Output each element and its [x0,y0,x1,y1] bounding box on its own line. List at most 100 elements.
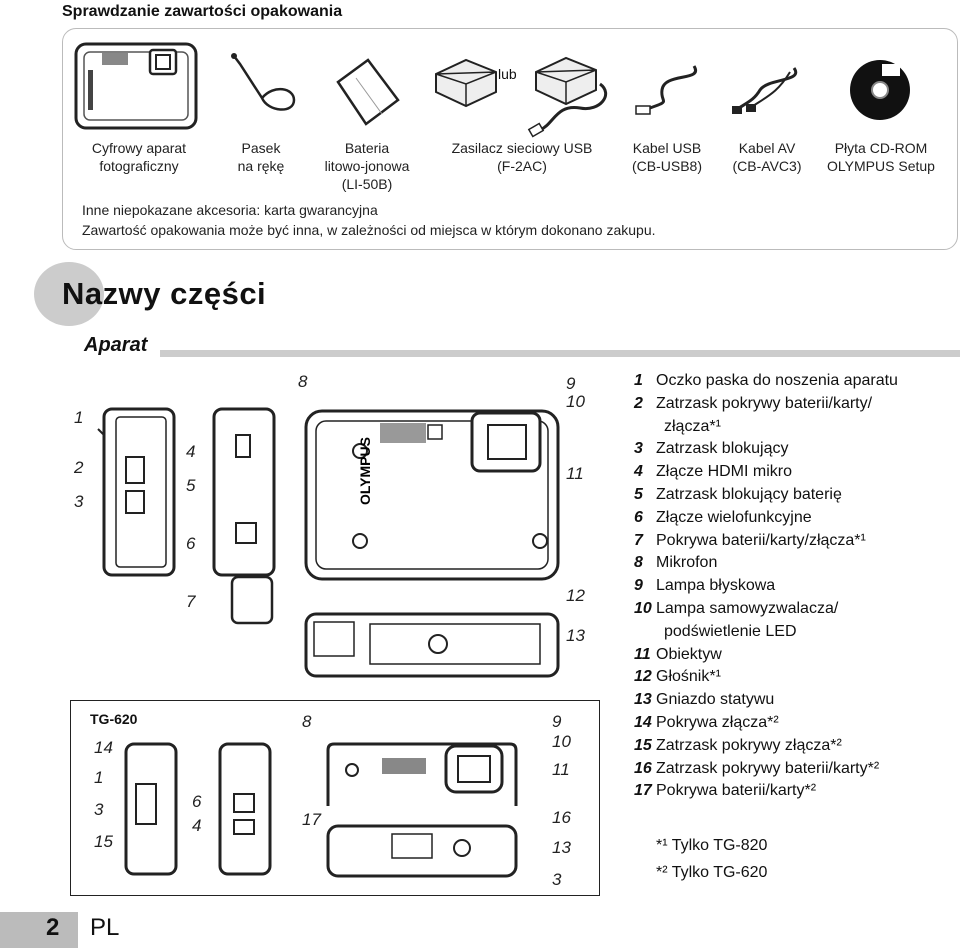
callout-10: 10 [566,392,585,411]
camera-illustration [74,42,198,130]
callout-1-tg620: 1 [94,768,104,787]
callout-1: 1 [74,408,84,427]
callout-3: 3 [74,492,84,511]
part-number: 13 [634,691,652,709]
footnotes: *¹ Tylko TG-820 *² Tylko TG-620 [656,832,767,886]
part-number: 12 [634,668,652,686]
item-label-line: (F-2AC) [497,158,547,174]
part-number: 15 [634,736,652,754]
tg-620-box [70,700,600,896]
camera-side-view-left [97,407,176,577]
part-text: Zatrzask blokujący baterię [656,485,842,503]
part-text: Gniazdo statywu [656,691,775,709]
callout-4: 4 [186,442,196,461]
part-text: Złącze HDMI mikro [656,463,793,481]
item-label-line: Kabel AV [738,140,796,156]
item-label-line: Cyfrowy aparat [91,140,187,156]
callout-3-tg620: 3 [94,800,104,819]
item-label-line: OLYMPUS Setup [827,158,935,174]
callout-7: 7 [186,592,196,611]
item-label-line: Bateria [344,140,390,156]
item-label-adapter: Zasilacz sieciowy USB (F-2AC) [440,139,604,175]
callout-16: 16 [552,808,571,827]
part-number: 2 [634,394,643,412]
callout-8-tg620: 8 [302,712,312,731]
part-text: Pokrywa złącza*² [656,713,779,731]
usb-ac-adapter-illustration [435,56,608,138]
callout-12: 12 [566,586,585,605]
part-number: 6 [634,508,643,526]
item-label-line: Zasilacz sieciowy USB [451,140,593,156]
part-text-continuation: złącza*¹ [664,417,721,435]
camera-side-view-open [212,407,276,625]
part-number: 16 [634,759,652,777]
part-text: Lampa samowyzwalacza/ [656,599,839,617]
callout-11-tg620: 11 [552,760,570,779]
item-label-line: litowo-jonowa [324,158,410,174]
part-number: 10 [634,599,652,617]
callout-13: 13 [566,626,585,645]
footnote-tg620: *² Tylko TG-620 [656,864,768,881]
item-label-battery: Bateria litowo-jonowa (LI-50B) [316,139,418,193]
section-rule [60,350,960,357]
section-rule-gap [60,350,160,357]
section-camera-icon [34,262,104,326]
part-text: Pokrywa baterii/karty/złącza*¹ [656,531,866,549]
part-item: 2 Zatrzask pokrywy baterii/karty/ [634,393,960,416]
wrist-strap-illustration [231,53,296,111]
note-other-accessories: Inne niepokazane akcesoria: karta gwaran… [82,202,378,218]
part-number: 5 [634,485,643,503]
part-text: Zatrzask pokrywy złącza*² [656,736,842,754]
item-label-camera: Cyfrowy aparat fotograficzny [88,139,190,175]
part-number: 1 [634,372,643,389]
tg620-side-view-right [218,742,272,876]
camera-brand-text: OLYMPUS [357,437,373,505]
tg620-bottom-view [326,824,518,878]
item-label-line: Płyta CD-ROM [834,140,928,156]
footnote-tg820: *¹ Tylko TG-820 [656,837,768,854]
tg620-side-view-left [124,742,178,876]
part-item: 9 Lampa błyskowa [634,575,960,598]
callout-9-tg620: 9 [552,712,562,731]
part-text: Głośnik*¹ [656,668,721,686]
part-number: 14 [634,713,652,731]
cd-rom-illustration [850,60,910,120]
page-number-tab [0,912,78,948]
page-number: 2 [46,914,60,941]
part-text: Zatrzask pokrywy baterii/karty*² [656,759,880,777]
callout-6-tg620: 6 [192,792,202,811]
callout-2: 2 [74,458,84,477]
item-label-line: na rękę [237,158,285,174]
callout-15: 15 [94,832,113,851]
item-label-av-cable: Kabel AV (CB-AVC3) [722,139,812,175]
contents-heading: Sprawdzanie zawartości opakowania [62,3,343,20]
part-number: 9 [634,577,643,595]
usb-cable-illustration [635,65,698,115]
part-number: 8 [634,554,643,572]
callout-17: 17 [302,810,321,829]
part-text: Złącze wielofunkcyjne [656,508,812,526]
part-text: Lampa błyskowa [656,577,776,595]
callout-8: 8 [298,372,308,391]
callout-6: 6 [186,534,196,553]
camera-bottom-view [304,612,560,678]
part-text: Zatrzask pokrywy baterii/karty/ [656,394,873,412]
part-text: Oczko paska do noszenia aparatu [656,372,898,389]
item-label-line: Kabel USB [632,140,702,156]
battery-illustration [336,58,400,126]
part-item: 5 Zatrzask blokujący baterię [634,484,960,507]
callout-4-tg620: 4 [192,816,202,835]
part-text: Zatrzask blokujący [656,440,789,458]
av-cable-illustration [732,67,798,114]
tg-620-label: TG-620 [90,711,138,727]
